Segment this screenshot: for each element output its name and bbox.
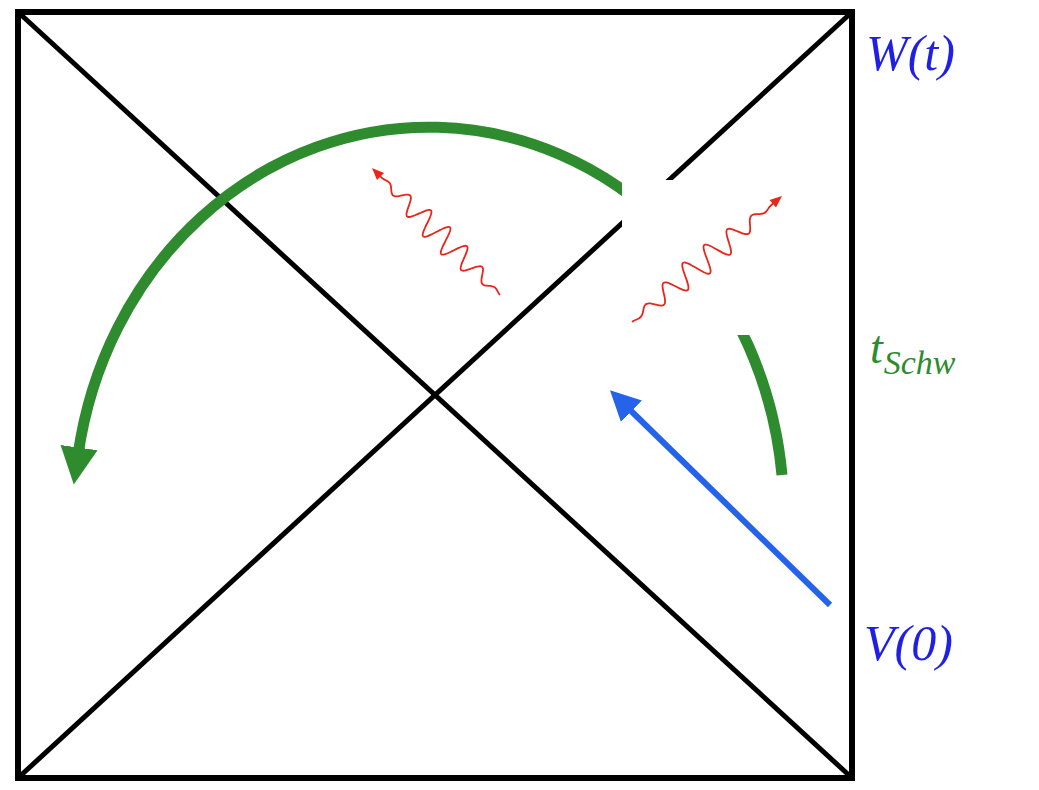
horizon-line [18,12,852,778]
time-label: t [870,325,883,371]
time-subscript: Schw [884,346,956,380]
photon-arrowhead [372,168,384,180]
horizon-line [18,12,852,778]
operator-label: W(t) [866,28,955,78]
diagram-boundary [18,12,852,778]
photon-patch [622,180,797,335]
photon-wave [376,172,500,295]
operator-label: V(0) [864,618,953,668]
photon-arrowhead [770,196,782,208]
photon-patch [345,150,515,305]
photon-wave [632,200,777,322]
infalling-arrow [625,405,830,605]
